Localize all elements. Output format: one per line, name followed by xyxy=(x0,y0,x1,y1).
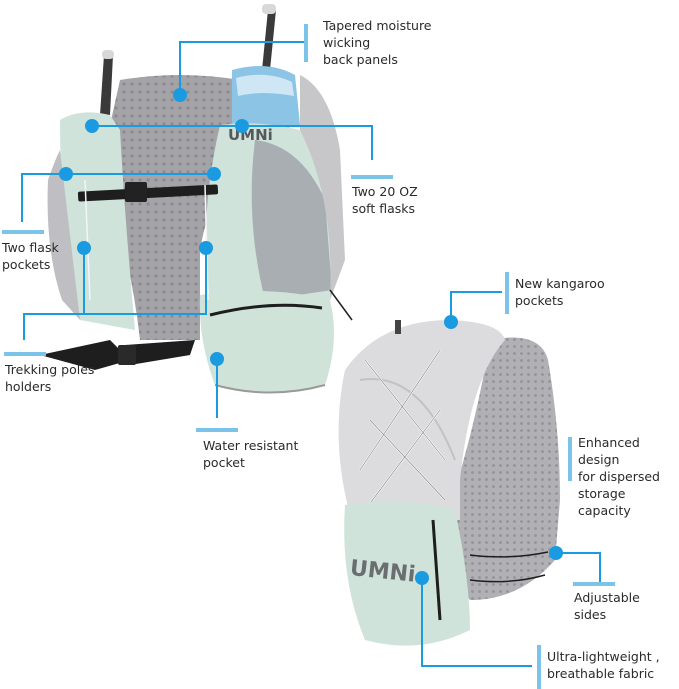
front-logo: UMNi xyxy=(228,126,273,144)
label-soft-flasks: Two 20 OZ soft flasks xyxy=(352,184,418,216)
label-kangaroo-pockets: New kangaroo pockets xyxy=(515,276,605,308)
accent-bar-soft-flasks xyxy=(351,175,393,179)
label-adjustable-sides: Adjustable sides xyxy=(574,590,640,622)
callout-dots xyxy=(59,88,563,585)
accent-bar-back-panels xyxy=(304,24,308,62)
label-trekking-poles: Trekking poles holders xyxy=(5,362,95,394)
accent-bar-adjustable-sides xyxy=(573,582,615,586)
accent-bar-water-resistant xyxy=(196,428,238,432)
accent-bar-kangaroo-pockets xyxy=(505,272,509,314)
callout-lines xyxy=(21,41,601,667)
accent-bar-trekking-poles xyxy=(4,352,46,356)
accent-bar-ultralight xyxy=(537,645,541,689)
label-water-resistant: Water resistant pocket xyxy=(203,438,299,470)
label-enhanced-design: Enhanced design for dispersed storage ca… xyxy=(578,435,660,518)
label-flask-pockets: Two flask pockets xyxy=(2,240,59,272)
accent-bar-flask-pockets xyxy=(2,230,44,234)
label-back-panels: Tapered moisture wicking back panels xyxy=(323,18,432,67)
back-vest: UMNi xyxy=(338,320,560,646)
label-ultralight-fabric: Ultra-lightweight , breathable fabric xyxy=(547,649,660,681)
front-vest: UMNi xyxy=(40,4,353,394)
accent-bar-enhanced-design xyxy=(568,437,572,481)
